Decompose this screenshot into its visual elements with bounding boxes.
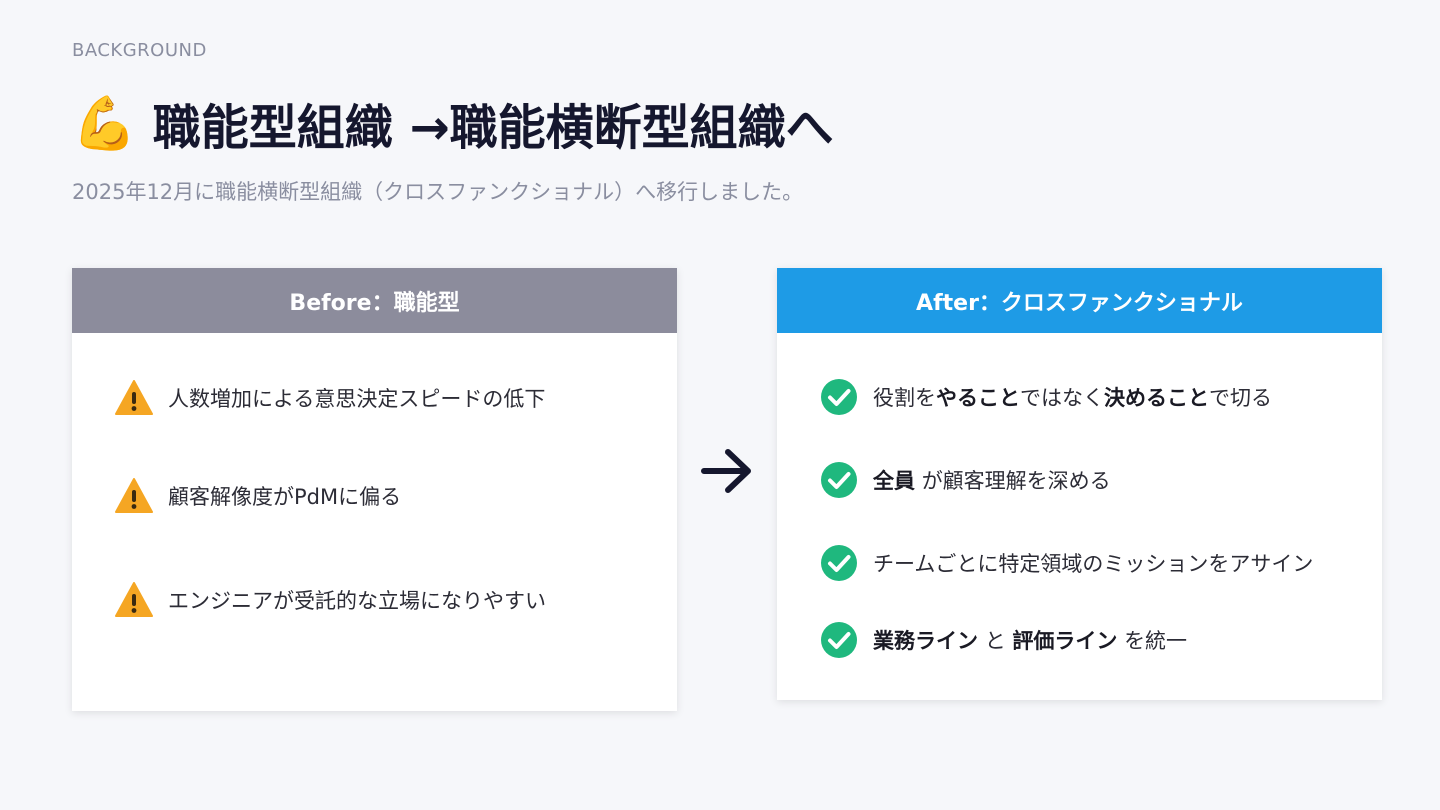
check-icon [821, 545, 857, 581]
flexed-biceps-icon: 💪 [72, 93, 137, 154]
before-item-text: 人数増加による意思決定スピードの低下 [168, 387, 546, 411]
after-item: 役割をやることではなく決めることで切る [819, 377, 1272, 417]
before-card: Before：職能型 人数増加による意思決定スピードの低下 顧客解像度がPdMに… [72, 268, 677, 711]
before-item-text: 顧客解像度がPdMに偏る [168, 485, 402, 509]
section-label: BACKGROUND [72, 40, 207, 61]
after-item: チームごとに特定領域のミッションをアサイン [819, 543, 1313, 583]
page-title-text: 職能型組織 →職能横断型組織へ [152, 100, 834, 156]
page-subtitle: 2025年12月に職能横断型組織（クロスファンクショナル）へ移行しました。 [72, 180, 804, 204]
warning-icon [115, 582, 153, 617]
before-item: エンジニアが受託的な立場になりやすい [114, 580, 546, 620]
warning-icon [115, 478, 153, 513]
before-item: 人数増加による意思決定スピードの低下 [114, 378, 545, 418]
after-item: 全員 が顧客理解を深める [819, 460, 1111, 500]
check-icon [821, 462, 857, 498]
after-item-text: 役割をやることではなく決めることで切る [873, 386, 1272, 410]
after-item-text: 全員 が顧客理解を深める [873, 469, 1111, 493]
arrow-right-icon [701, 449, 751, 493]
after-card-header: After：クロスファンクショナル [777, 268, 1382, 333]
after-item-text: 業務ライン と 評価ライン を統一 [873, 629, 1188, 653]
check-icon [821, 379, 857, 415]
before-card-header: Before：職能型 [72, 268, 677, 333]
after-item-text: チームごとに特定領域のミッションをアサイン [873, 552, 1314, 576]
warning-icon [115, 380, 153, 415]
before-item: 顧客解像度がPdMに偏る [114, 476, 401, 516]
after-card: After：クロスファンクショナル 役割をやることではなく決めることで切る 全員… [777, 268, 1382, 700]
after-item: 業務ライン と 評価ライン を統一 [819, 620, 1187, 660]
check-icon [821, 622, 857, 658]
page-title: 💪 職能型組織 →職能横断型組織へ [72, 88, 834, 158]
before-item-text: エンジニアが受託的な立場になりやすい [168, 589, 546, 613]
